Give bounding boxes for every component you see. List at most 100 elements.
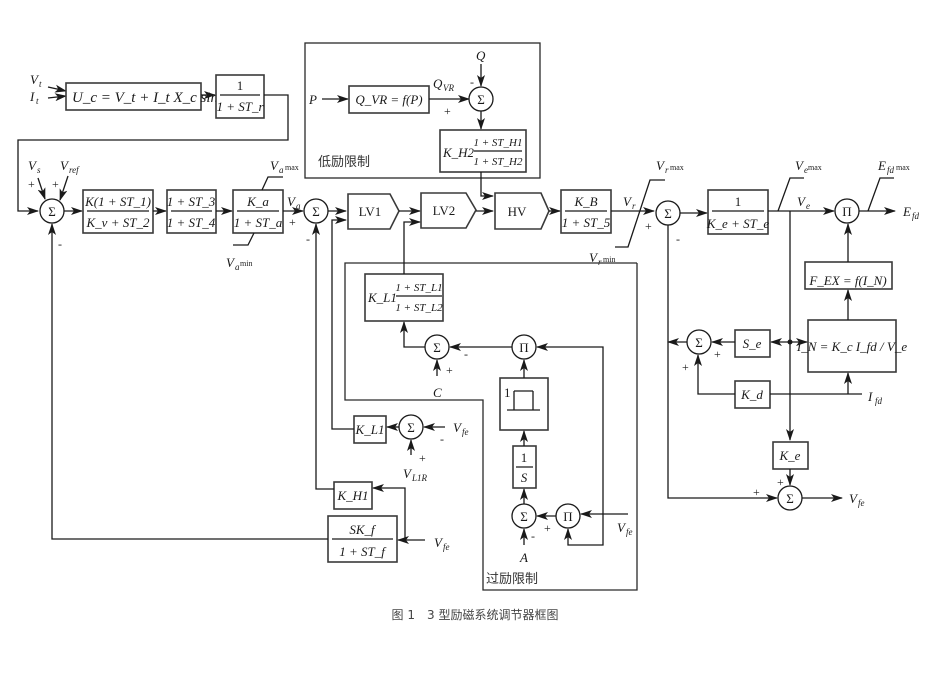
kl1-to-lv2-line xyxy=(403,218,421,274)
p-input-label: P xyxy=(308,92,317,107)
svg-text:-: - xyxy=(440,432,444,446)
svg-text:1 + ST_a: 1 + ST_a xyxy=(234,215,283,230)
svg-text:+: + xyxy=(714,347,721,361)
svg-text:V: V xyxy=(226,255,236,270)
svg-text:fd: fd xyxy=(887,165,895,175)
svg-text:V: V xyxy=(287,194,297,209)
svg-text:a: a xyxy=(235,262,240,272)
svg-text:V: V xyxy=(795,158,805,173)
transducer-num: 1 xyxy=(237,78,244,93)
svg-text:V: V xyxy=(656,158,666,173)
ifd-input-label: I fd xyxy=(867,389,883,406)
svg-text:+: + xyxy=(682,360,689,374)
svg-text:Σ: Σ xyxy=(695,335,703,350)
svg-text:K(1 + ST_1): K(1 + ST_1) xyxy=(84,194,151,209)
kd-block xyxy=(734,380,771,409)
stabilizer-feedback-line xyxy=(48,223,328,540)
svg-text:-: - xyxy=(470,75,474,89)
svg-text:E: E xyxy=(877,158,886,173)
svg-text:max: max xyxy=(896,163,910,172)
figure-caption: 图 1 3 型励磁系统调节器框图 xyxy=(392,607,559,622)
a-input-label: A xyxy=(519,550,528,565)
svg-text:I: I xyxy=(867,389,873,404)
svg-text:fd: fd xyxy=(912,211,920,221)
svg-text:r: r xyxy=(598,257,602,267)
svg-text:E: E xyxy=(902,204,911,219)
svg-text:Σ: Σ xyxy=(407,420,415,435)
svg-text:s: s xyxy=(37,165,41,175)
svg-text:V: V xyxy=(270,158,280,173)
svg-text:1 + ST_H2: 1 + ST_H2 xyxy=(474,156,523,168)
hysteresis-block xyxy=(499,377,549,431)
va-label: V a xyxy=(287,194,301,211)
efd-output-label: E fd xyxy=(902,204,920,221)
svg-text:max: max xyxy=(808,163,822,172)
svg-text:I_N = K_c I_fd / V_e: I_N = K_c I_fd / V_e xyxy=(796,339,907,354)
svg-text:-: - xyxy=(306,232,310,246)
svg-text:K_B: K_B xyxy=(573,194,597,209)
svg-text:V: V xyxy=(28,158,38,173)
c-input-label: C xyxy=(433,385,442,400)
svg-text:1: 1 xyxy=(735,194,742,209)
svg-text:V: V xyxy=(797,194,807,209)
svg-text:K_L1: K_L1 xyxy=(355,422,385,437)
kh2-to-hv-line xyxy=(480,172,494,200)
svg-text:I: I xyxy=(29,89,35,104)
svg-text:Σ: Σ xyxy=(477,92,485,107)
input-it-label: I t xyxy=(29,89,39,106)
svg-text:+: + xyxy=(28,177,35,191)
svg-text:-: - xyxy=(464,347,468,361)
q-input-label: Q xyxy=(476,48,486,63)
svg-text:S_e: S_e xyxy=(743,336,762,351)
compensator-block xyxy=(65,82,202,111)
qvr-label: Q VR xyxy=(433,76,454,93)
svg-text:fe: fe xyxy=(462,427,469,437)
svg-text:a: a xyxy=(279,165,284,175)
svg-text:-: - xyxy=(531,529,535,543)
ve-label: V e xyxy=(797,194,810,211)
svg-text:V: V xyxy=(617,520,627,535)
svg-text:V: V xyxy=(30,72,40,87)
svg-text:Σ: Σ xyxy=(433,340,441,355)
vamax-limiter xyxy=(261,176,283,191)
svg-text:t: t xyxy=(36,96,39,106)
svg-text:Π: Π xyxy=(563,509,572,524)
svg-text:K_H2: K_H2 xyxy=(442,145,475,160)
kh1-to-sum2-line xyxy=(312,223,334,490)
svg-text:S: S xyxy=(521,470,528,485)
vfe-label-stab: V fe xyxy=(434,535,450,552)
vfe-to-kh1-line xyxy=(372,484,406,540)
svg-text:1 + ST_5: 1 + ST_5 xyxy=(562,215,611,230)
svg-text:max: max xyxy=(285,163,299,172)
svg-text:SK_f: SK_f xyxy=(349,522,377,537)
vt-input-line xyxy=(47,84,67,93)
exciter-block xyxy=(707,189,769,235)
svg-text:Π: Π xyxy=(519,340,528,355)
svg-text:max: max xyxy=(670,163,684,172)
vemax-limiter xyxy=(777,177,804,212)
svg-text:Q: Q xyxy=(433,76,443,91)
svg-text:1: 1 xyxy=(521,450,528,465)
input-vt-label: V t xyxy=(30,72,42,89)
compensator-formula: U_c = V_t + I_t X_c sin φ xyxy=(72,90,230,106)
svg-text:+: + xyxy=(419,451,426,465)
svg-text:LV1: LV1 xyxy=(359,204,382,219)
vfe-feedback-line xyxy=(667,225,778,502)
svg-text:+: + xyxy=(446,363,453,377)
svg-text:V: V xyxy=(849,491,859,506)
svg-text:V: V xyxy=(623,194,633,209)
svg-text:V: V xyxy=(403,466,413,481)
vr-limiter xyxy=(615,179,665,248)
vs-input-label: V s xyxy=(28,158,41,175)
svg-text:min: min xyxy=(603,255,615,264)
svg-text:K_d: K_d xyxy=(740,387,763,402)
svg-text:ref: ref xyxy=(69,165,80,175)
vfe-label-kl1: V fe xyxy=(453,420,469,437)
vr-label: V r xyxy=(623,194,636,211)
svg-text:V: V xyxy=(60,158,70,173)
svg-text:K_a: K_a xyxy=(246,194,269,209)
svg-text:1: 1 xyxy=(504,385,511,400)
